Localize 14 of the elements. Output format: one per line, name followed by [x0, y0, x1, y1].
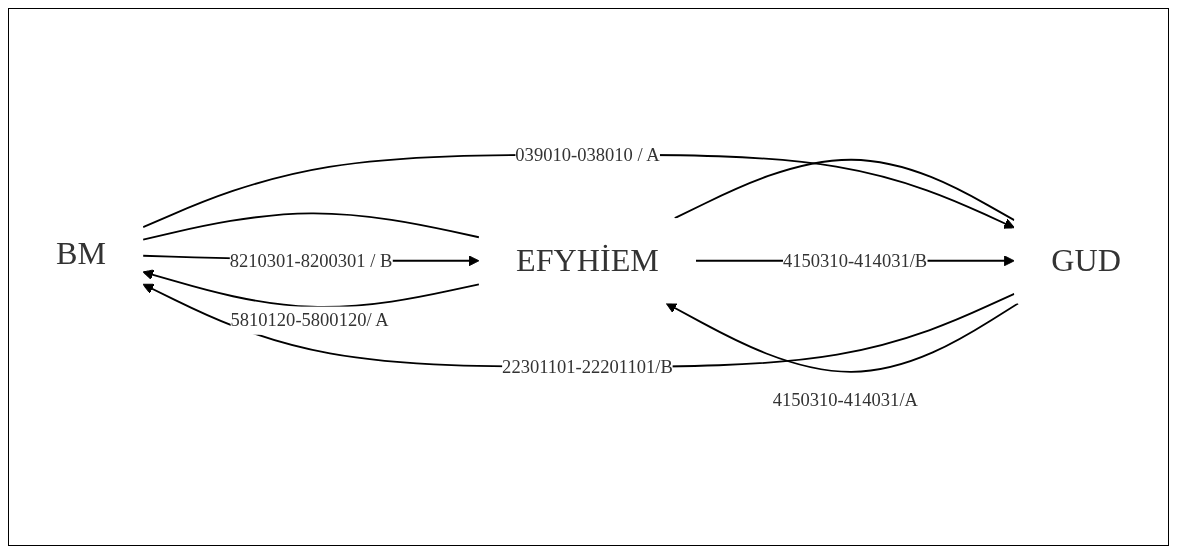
edge-label: 4150310-414031/B	[783, 250, 928, 270]
node-text: BM	[55, 235, 107, 272]
connector	[673, 158, 1016, 221]
node-text: EFYHİEM	[516, 242, 659, 279]
edge-label: 039010-038010 / A	[515, 144, 660, 164]
connector	[142, 211, 480, 240]
node-text: GUD	[1051, 242, 1122, 279]
edge-label: 8210301-8200301 / B	[229, 250, 393, 270]
edge-label: 22301101-22201101/B	[502, 356, 673, 376]
arrow	[142, 268, 480, 308]
edge-label: 5810120-5800120/ A	[230, 309, 389, 330]
arrow	[142, 283, 1016, 368]
arrow	[665, 302, 1019, 373]
edge-label: 4150310-414031/A	[772, 389, 918, 410]
